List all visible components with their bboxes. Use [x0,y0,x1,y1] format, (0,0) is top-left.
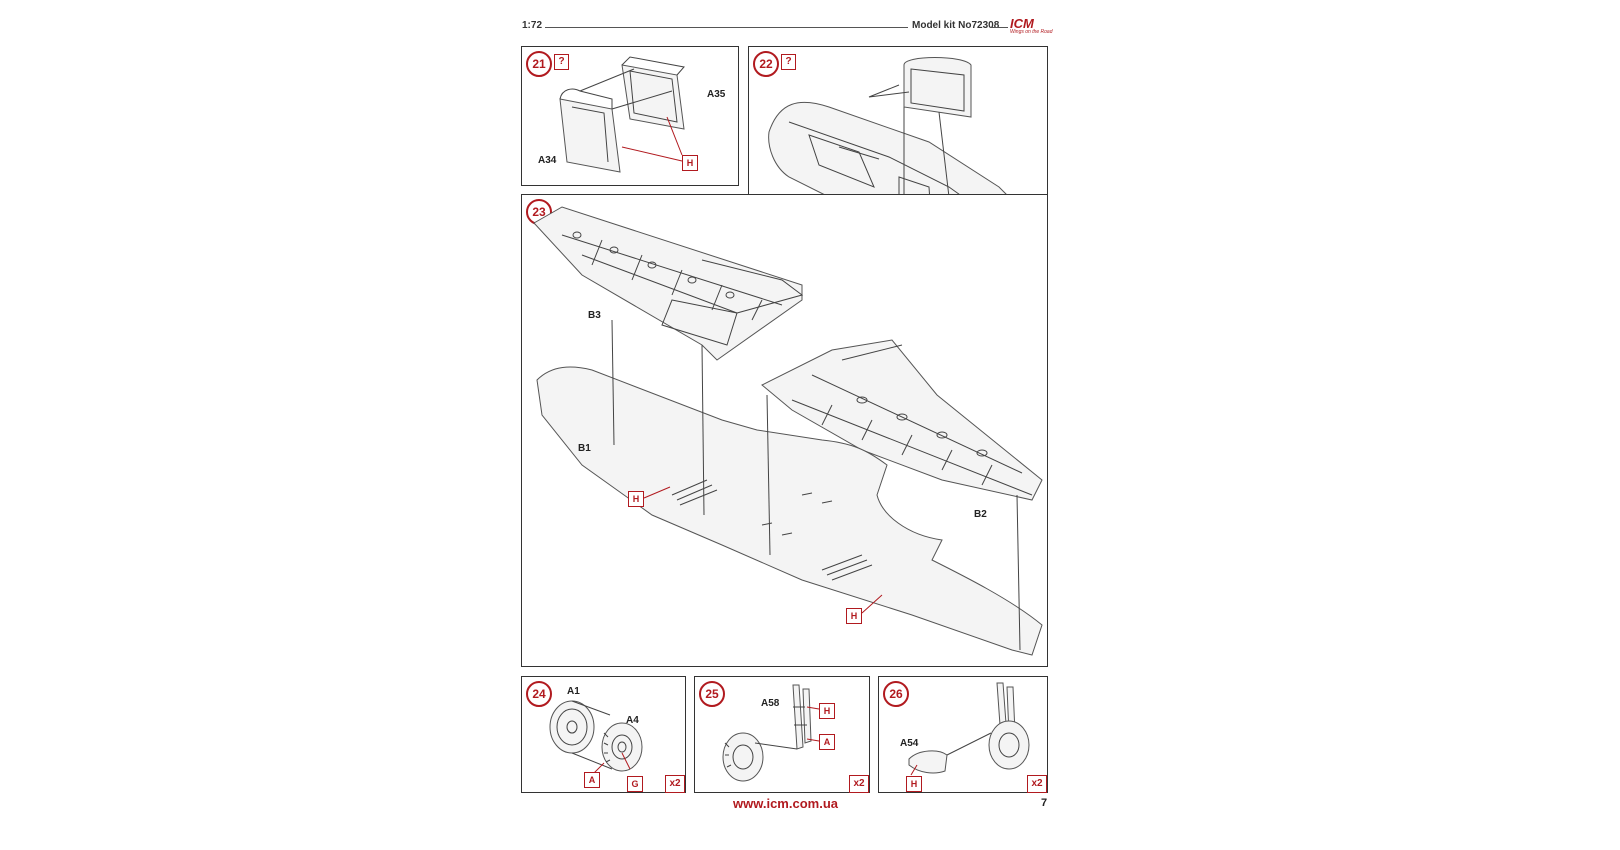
paint-code-h: H [682,155,698,171]
model-kit-label: Model kit No72308 [912,20,1000,31]
part-label-b2: B2 [974,509,987,520]
step-24-panel: 24 A1 A4 A G x2 [521,676,686,793]
page-number: 7 [1041,797,1048,809]
step-22-question-box: ? [781,54,796,70]
icm-logo-tagline: Wings on the Road [1010,29,1053,35]
scale-label: 1:72 [522,20,543,31]
quantity-badge: x2 [849,775,869,793]
paint-code-a: A [819,734,835,750]
paint-code-h-right: H [846,608,862,624]
icm-logo: ICM Wings on the Road [1010,16,1053,40]
paint-code-g: G [627,776,643,792]
step-21-number: 21 [526,51,552,77]
footer-url: www.icm.com.ua [733,796,838,811]
step-26-panel: 26 A54 H x2 [878,676,1048,793]
step-25-number: 25 [699,681,725,707]
part-label-a4: A4 [626,715,639,726]
paint-code-h: H [906,776,922,792]
step-26-gear-drawing [908,682,1030,776]
paint-code-h-left: H [628,491,644,507]
step-24-number: 24 [526,681,552,707]
icm-logo-text: ICM [1010,16,1034,31]
step-23-panel: 23 B3 B1 B2 H H [521,194,1048,667]
part-label-a1: A1 [567,686,580,697]
part-label-b1: B1 [578,443,591,454]
step-23-wing-drawing [533,206,1043,656]
paint-code-a: A [584,772,600,788]
part-label-a34: A34 [538,155,557,166]
part-label-b3: B3 [588,310,601,321]
paint-code-h: H [819,703,835,719]
step-25-panel: 25 A58 H A x2 [694,676,870,793]
step-26-number: 26 [883,681,909,707]
part-label-a58: A58 [761,698,780,709]
step-21-question-box: ? [554,54,569,70]
step-21-panel: 21 ? A35 A34 H [521,46,739,186]
header-rule-right [990,27,1008,28]
header-rule [545,27,908,28]
part-label-a54: A54 [900,738,919,749]
step-25-gear-drawing [722,684,820,782]
step-22-number: 22 [753,51,779,77]
quantity-badge: x2 [665,775,685,793]
part-label-a35: A35 [707,89,726,100]
quantity-badge: x2 [1027,775,1047,793]
step-21-drawing [559,56,685,173]
step-24-wheel-drawing [549,700,643,774]
